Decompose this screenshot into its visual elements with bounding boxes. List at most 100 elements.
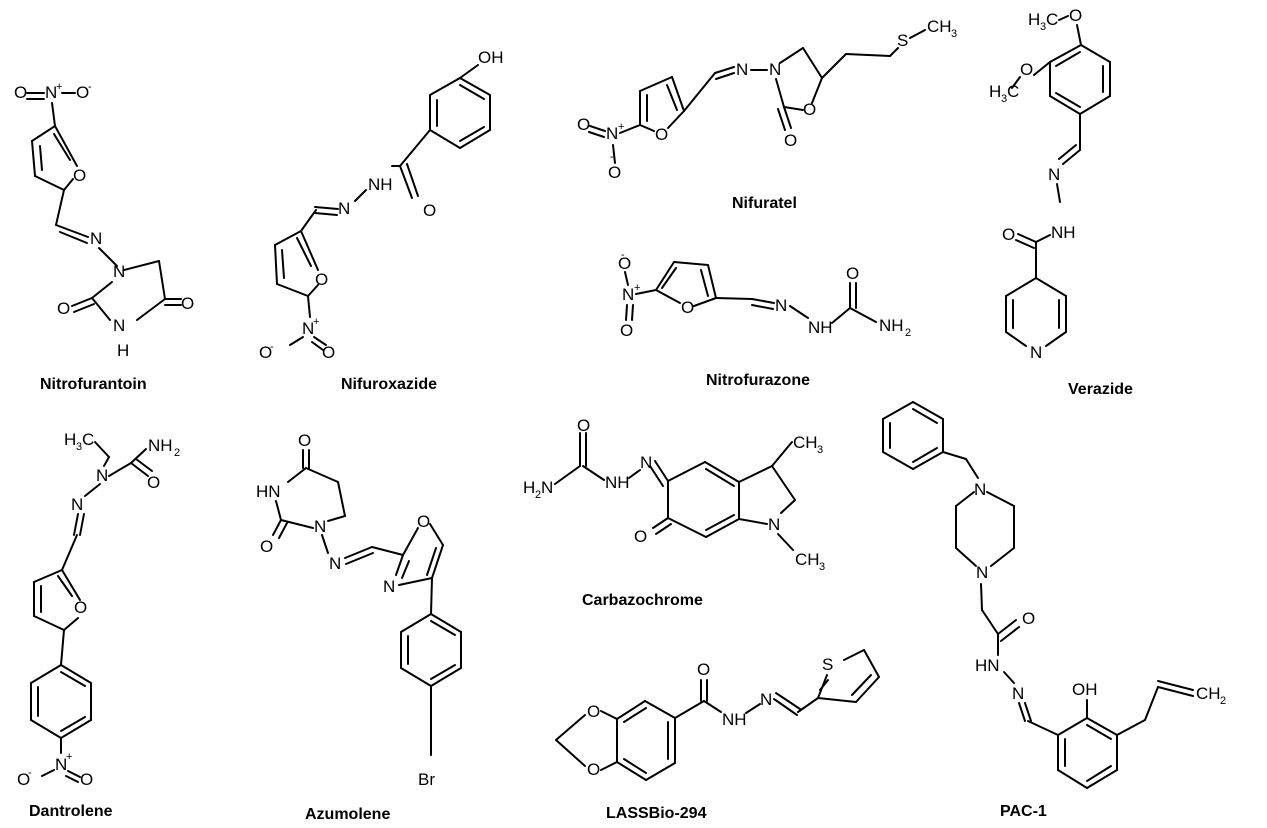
atom-CH3: CH — [927, 17, 952, 36]
caption-lassbio-294: LASSBio-294 — [606, 805, 707, 822]
atom-O: O — [618, 254, 631, 273]
atom-CH3: CH — [793, 433, 818, 452]
atom-N: N — [383, 577, 395, 596]
atom-H: H — [1028, 10, 1040, 29]
atom-C: C — [1046, 10, 1058, 29]
atom-O: O — [1022, 609, 1035, 628]
atom-N: N — [55, 755, 67, 774]
structure-carbazochrome: H 2 N O NH N O CH 3 N CH 3 — [523, 416, 825, 609]
atom-O: O — [681, 298, 694, 317]
atom-C: C — [1007, 82, 1019, 101]
atom-H: H — [64, 430, 76, 449]
atom-N: N — [113, 316, 125, 335]
atom-N: N — [1030, 343, 1042, 362]
atom-N: N — [90, 229, 102, 248]
caption-nifuroxazide: Nifuroxazide — [341, 376, 437, 393]
caption-dantrolene: Dantrolene — [29, 803, 113, 820]
atom-H: H — [989, 82, 1001, 101]
atom-O: O — [1002, 225, 1015, 244]
subscript-3: 3 — [76, 441, 82, 453]
atom-N: N — [736, 60, 748, 79]
atom-O: O — [260, 537, 273, 556]
atom-O: O — [57, 299, 70, 318]
charge-minus: - — [28, 767, 32, 779]
atom-O: O — [697, 660, 710, 679]
atom-N: N — [113, 262, 125, 281]
atom-O: O — [147, 473, 160, 492]
atom-HN: HN — [256, 482, 281, 501]
subscript-2: 2 — [174, 447, 180, 459]
atom-O: O — [423, 201, 436, 220]
atom-O: O — [655, 125, 668, 144]
atom-O: O — [620, 321, 633, 340]
charge-plus: + — [618, 121, 624, 133]
charge-minus: - — [88, 81, 92, 93]
atom-O: O — [76, 83, 89, 102]
atom-NH: NH — [808, 318, 833, 337]
subscript-3: 3 — [819, 561, 825, 573]
charge-plus: + — [56, 81, 62, 93]
atom-O: O — [1069, 6, 1082, 25]
atom-N: N — [71, 495, 83, 514]
atom-N: N — [1048, 165, 1060, 184]
subscript-3: 3 — [817, 444, 823, 456]
structure-azumolene: O HN O N N O N — [256, 431, 462, 823]
atom-N: N — [775, 296, 787, 315]
atom-O: O — [1020, 60, 1033, 79]
atom-NH: NH — [1051, 223, 1076, 242]
structure-pac-1: N N O HN N OH CH — [882, 401, 1226, 820]
atom-OH: OH — [478, 48, 504, 67]
charge-minus: - — [610, 151, 614, 163]
atom-NH2: NH — [879, 316, 904, 335]
atom-O: O — [315, 270, 328, 289]
caption-nitrofurantoin: Nitrofurantoin — [40, 376, 147, 393]
atom-H: H — [117, 341, 129, 360]
caption-carbazochrome: Carbazochrome — [582, 592, 703, 609]
atom-O: O — [634, 527, 647, 546]
subscript-3: 3 — [1001, 93, 1007, 105]
charge-plus: + — [66, 751, 72, 763]
subscript-3: 3 — [1040, 21, 1046, 33]
atom-O: O — [587, 760, 600, 779]
charge-plus: + — [634, 282, 640, 294]
atom-O: O — [298, 431, 311, 450]
atom-N: N — [338, 199, 350, 218]
atom-O: O — [608, 163, 621, 182]
atom-N: N — [769, 60, 781, 79]
atom-N: N — [302, 319, 314, 338]
charge-minus: - — [621, 249, 625, 261]
atom-N: N — [976, 563, 988, 582]
atom-O: O — [577, 115, 590, 134]
caption-nitrofurazone: Nitrofurazone — [706, 372, 810, 389]
atom-N: N — [314, 517, 326, 536]
atom-S: S — [822, 655, 833, 674]
charge-minus: - — [270, 341, 274, 353]
structure-dantrolene: H 3 C N NH 2 O N O — [17, 430, 180, 820]
caption-azumolene: Azumolene — [305, 806, 390, 823]
atom-O: O — [803, 100, 816, 119]
subscript-2: 2 — [1220, 695, 1226, 707]
atom-NH: NH — [605, 473, 630, 492]
atom-O: O — [74, 598, 87, 617]
atom-H: H — [523, 478, 535, 497]
structure-lassbio-294: O O O NH N S LASSBio-294 — [555, 649, 880, 822]
structure-nifuroxazide: OH O NH N O N + O — [259, 48, 504, 393]
atom-O: O — [73, 166, 86, 185]
structure-verazide: H 3 C O O H 3 C N NH O — [989, 6, 1133, 398]
atom-O: O — [417, 512, 430, 531]
caption-verazide: Verazide — [1068, 381, 1133, 398]
atom-O: O — [322, 343, 335, 362]
atom-S: S — [897, 31, 908, 50]
subscript-3: 3 — [951, 28, 957, 40]
atom-C: C — [82, 430, 94, 449]
subscript-2: 2 — [535, 489, 541, 501]
structure-nitrofurazone: O - N + O O N NH O NH 2 Nitrofurazone — [618, 249, 911, 389]
atom-OH: OH — [1072, 680, 1098, 699]
charge-plus: + — [313, 316, 319, 328]
atom-NH: NH — [368, 175, 393, 194]
atom-O: O — [577, 416, 590, 435]
atom-NH: NH — [722, 710, 747, 729]
atom-CH2: CH — [1196, 684, 1221, 703]
subscript-2: 2 — [905, 327, 911, 339]
